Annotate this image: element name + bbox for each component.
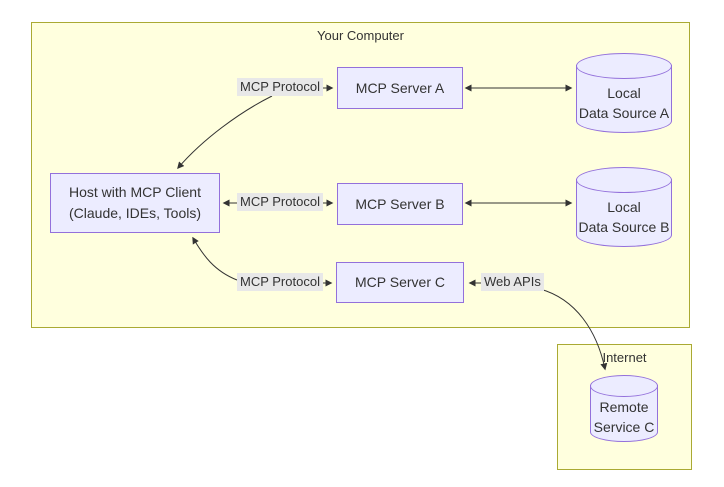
node-local-data-source-a-line2: Data Source A (578, 104, 670, 121)
node-local-data-source-b-line2: Data Source B (578, 218, 670, 235)
node-remote-service-c-line2: Service C (593, 419, 655, 435)
edge-label-mcp-protocol-c: MCP Protocol (237, 273, 323, 291)
internet-label: Internet (602, 350, 647, 365)
node-mcp-server-b: MCP Server B (337, 183, 463, 225)
your-computer-label: Your Computer (317, 28, 404, 43)
node-local-data-source-a: Local Data Source A (576, 53, 672, 133)
node-remote-service-c-line1: Remote (599, 399, 649, 415)
node-local-data-source-b: Local Data Source B (576, 167, 672, 247)
node-host-line2: (Claude, IDEs, Tools) (68, 205, 201, 221)
node-host-line1: Host with MCP Client (68, 184, 201, 200)
node-remote-service-c: Remote Service C (590, 375, 658, 442)
node-mcp-server-c-label: MCP Server C (355, 274, 445, 290)
edge-label-mcp-protocol-b: MCP Protocol (237, 193, 323, 211)
node-host: Host with MCP Client (Claude, IDEs, Tool… (50, 173, 220, 233)
edge-label-mcp-protocol-a: MCP Protocol (237, 78, 323, 96)
node-local-data-source-b-line1: Local (607, 198, 641, 215)
node-mcp-server-a: MCP Server A (337, 67, 463, 109)
node-local-data-source-a-line1: Local (607, 84, 641, 101)
node-mcp-server-b-label: MCP Server B (355, 195, 445, 212)
node-mcp-server-a-label: MCP Server A (355, 79, 445, 96)
edge-label-web-apis: Web APIs (481, 273, 544, 291)
node-mcp-server-c: MCP Server C (336, 262, 464, 303)
